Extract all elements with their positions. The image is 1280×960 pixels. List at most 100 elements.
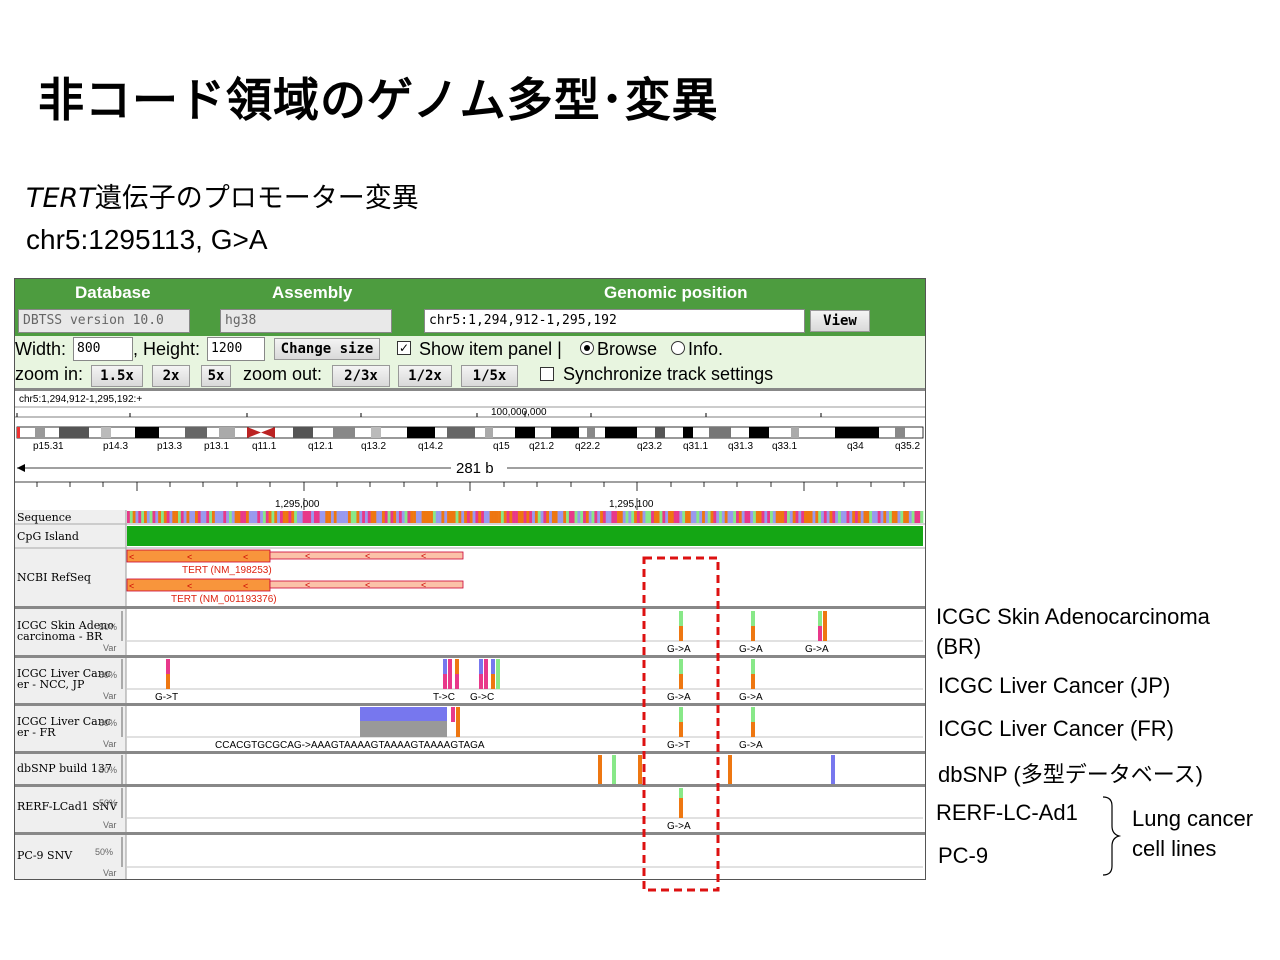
height-input[interactable]: 1200 [207, 337, 265, 361]
sequence-base [322, 511, 326, 523]
width-input[interactable]: 800 [73, 337, 133, 361]
browse-radio[interactable] [580, 341, 594, 355]
rerf-track-label: RERF-LCad1 SNV [17, 800, 118, 813]
sequence-base [197, 511, 201, 523]
sequence-base [597, 511, 601, 523]
sequence-base [515, 511, 519, 523]
sequence-base [350, 511, 354, 523]
sequence-base [254, 511, 258, 523]
sequence-base [413, 511, 417, 523]
ideogram-band [605, 427, 637, 438]
sequence-base [685, 511, 689, 523]
sequence-base [135, 511, 139, 523]
show-item-panel-checkbox[interactable]: ✓ [397, 341, 411, 355]
sync-tracks-checkbox[interactable] [540, 367, 554, 381]
band-label: q35.2 [895, 441, 920, 452]
ideogram-band [59, 427, 89, 438]
sequence-base [826, 511, 830, 523]
info-radio[interactable] [671, 341, 685, 355]
sequence-base [475, 511, 479, 523]
sequence-base [243, 511, 247, 523]
strand-arrow: < [365, 551, 370, 561]
sequence-base [532, 511, 536, 523]
dbsnp-variant-bars[interactable] [598, 755, 835, 785]
zoom-in-5x-button[interactable]: 5x [201, 365, 231, 387]
sequence-base [455, 511, 459, 523]
sequence-base [257, 511, 261, 523]
variant-call: G->A [667, 692, 691, 703]
sequence-base [534, 511, 539, 523]
position-input[interactable]: chr5:1,294,912-1,295,192 [424, 309, 805, 333]
indel-block-alt [360, 707, 447, 721]
database-heading: Database [75, 283, 151, 302]
liver-jp-pct-label: 50% [99, 670, 117, 680]
zoom-out-2-3x-button[interactable]: 2/3x [332, 365, 390, 387]
assembly-field[interactable]: hg38 [220, 309, 392, 333]
sequence-base [390, 511, 394, 523]
variant-bar-alt [496, 659, 500, 689]
zoom-out-1-5x-button[interactable]: 1/5x [461, 365, 518, 387]
sequence-base [305, 511, 309, 523]
zoom-in-2x-button[interactable]: 2x [152, 365, 190, 387]
sequence-base [659, 511, 663, 523]
sequence-base [328, 511, 332, 523]
sequence-base [614, 511, 618, 523]
band-label: q33.1 [772, 441, 797, 452]
refseq-transcript-2[interactable]: < < < < < < [126, 578, 464, 592]
sequence-base [846, 511, 850, 523]
sequence-base [894, 511, 898, 523]
rerf-variant-bars[interactable] [679, 788, 683, 818]
cpg-island-block[interactable] [127, 526, 923, 546]
sequence-base [160, 511, 165, 523]
view-button[interactable]: View [810, 310, 870, 332]
variant-call: G->A [739, 644, 763, 655]
sequence-base [838, 511, 842, 523]
ideogram-marker-label: 100,000,000 [491, 407, 547, 418]
assembly-heading: Assembly [272, 283, 353, 302]
skin-variant-bars[interactable] [679, 611, 827, 641]
ideogram-band [515, 427, 535, 438]
sequence-base [396, 511, 400, 523]
variant-bar-ref [751, 707, 755, 722]
sequence-base [920, 511, 924, 523]
zoom-out-1-2x-button[interactable]: 1/2x [398, 365, 452, 387]
skin-pct-label: 50% [99, 622, 117, 632]
variant-bar-alt [751, 722, 755, 737]
sequence-base [146, 511, 150, 523]
chromosome-ideogram [16, 426, 924, 439]
change-size-button[interactable]: Change size [274, 338, 380, 360]
sequence-base [673, 511, 677, 523]
ideogram-band [101, 427, 111, 438]
track-divider [15, 832, 925, 835]
ideogram-band [587, 427, 595, 438]
sequence-base [577, 511, 581, 523]
ideogram-band [333, 427, 355, 438]
band-label: q12.1 [308, 441, 333, 452]
sequence-base [364, 511, 369, 523]
sequence-track-label: Sequence [17, 511, 71, 524]
sequence-base [370, 511, 374, 523]
sequence-base [200, 511, 204, 523]
sequence-base [152, 511, 156, 523]
sequence-base [772, 511, 776, 523]
sequence-base [472, 511, 476, 523]
strand-arrow: < [187, 581, 192, 591]
sequence-base [702, 511, 706, 523]
snp-bar [638, 755, 642, 785]
zoom-in-1-5x-button[interactable]: 1.5x [91, 365, 143, 387]
liver-fr-variant-bars[interactable] [360, 707, 755, 737]
rerf-var-label: Var [103, 820, 116, 830]
sequence-base [345, 511, 349, 523]
database-field[interactable]: DBTSS version 10.0 [18, 309, 190, 333]
sequence-base [342, 511, 346, 523]
span-arrow-left [17, 464, 25, 472]
sequence-base [568, 511, 573, 523]
sequence-base [234, 511, 238, 523]
liver-jp-variant-bars[interactable] [166, 659, 755, 689]
ideogram-band [835, 427, 879, 438]
refseq-transcript-1[interactable]: < < < < < < [126, 549, 464, 563]
dbsnp-pct-label: 50% [99, 765, 117, 775]
sequence-base [639, 511, 643, 523]
variant-bar-alt [456, 707, 460, 737]
sequence-base [588, 511, 592, 523]
